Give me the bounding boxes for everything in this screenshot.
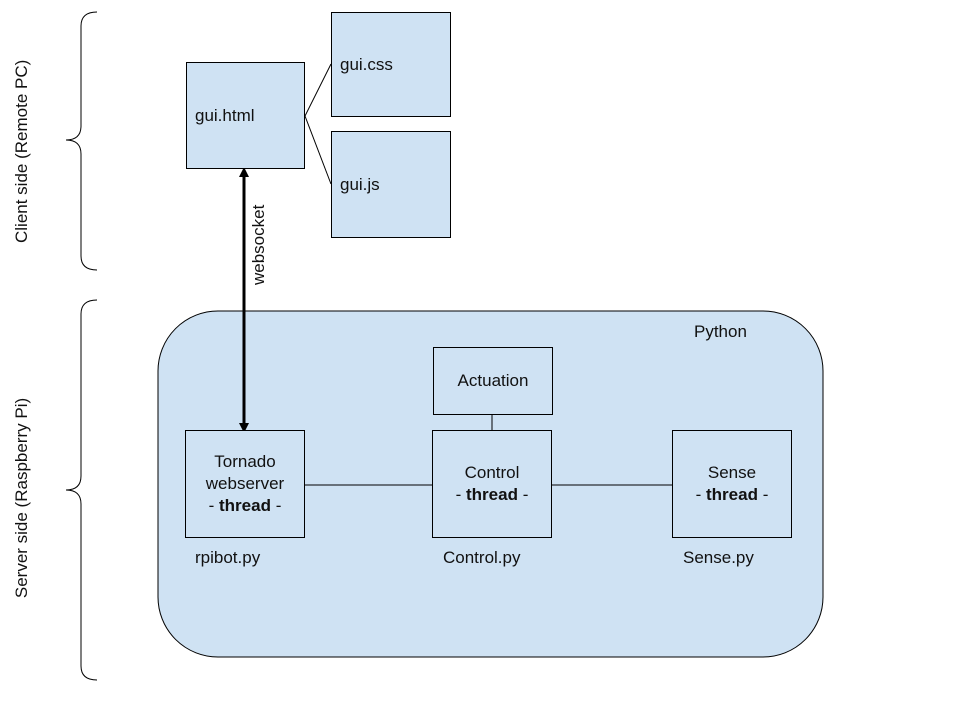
gui-js-label: gui.js <box>340 174 380 194</box>
client-side-label: Client side (Remote PC) <box>12 59 31 243</box>
python-label: Python <box>694 322 747 341</box>
control-file-label: Control.py <box>443 548 521 567</box>
websocket-label: websocket <box>249 204 268 285</box>
tornado-line1: Tornado <box>214 452 276 471</box>
gui-css-label: gui.css <box>340 54 393 74</box>
server-side-brace <box>65 299 98 681</box>
tornado-line2: webserver <box>205 474 285 493</box>
actuation-label: Actuation <box>457 371 529 390</box>
sense-file-label: Sense.py <box>683 548 754 567</box>
client-side-brace <box>65 11 98 271</box>
gui-html-box: gui.html <box>186 62 305 169</box>
control-line1: Control <box>464 463 520 482</box>
connector-html-css <box>304 63 332 117</box>
connector-html-js <box>304 115 332 185</box>
control-box: Control - thread - <box>432 430 552 538</box>
server-side-label: Server side (Raspberry Pi) <box>12 397 31 599</box>
gui-js-box: gui.js <box>331 131 451 238</box>
sense-line1: Sense <box>707 463 757 482</box>
tornado-thread-label: - thread - <box>208 496 282 515</box>
control-thread-label: - thread - <box>455 485 529 504</box>
rpibot-file-label: rpibot.py <box>195 548 261 567</box>
gui-html-label: gui.html <box>195 105 255 125</box>
sense-box: Sense - thread - <box>672 430 792 538</box>
gui-css-box: gui.css <box>331 12 451 117</box>
tornado-box: Tornado webserver - thread - <box>185 430 305 538</box>
sense-thread-label: - thread - <box>695 485 769 504</box>
actuation-box: Actuation <box>433 347 553 415</box>
